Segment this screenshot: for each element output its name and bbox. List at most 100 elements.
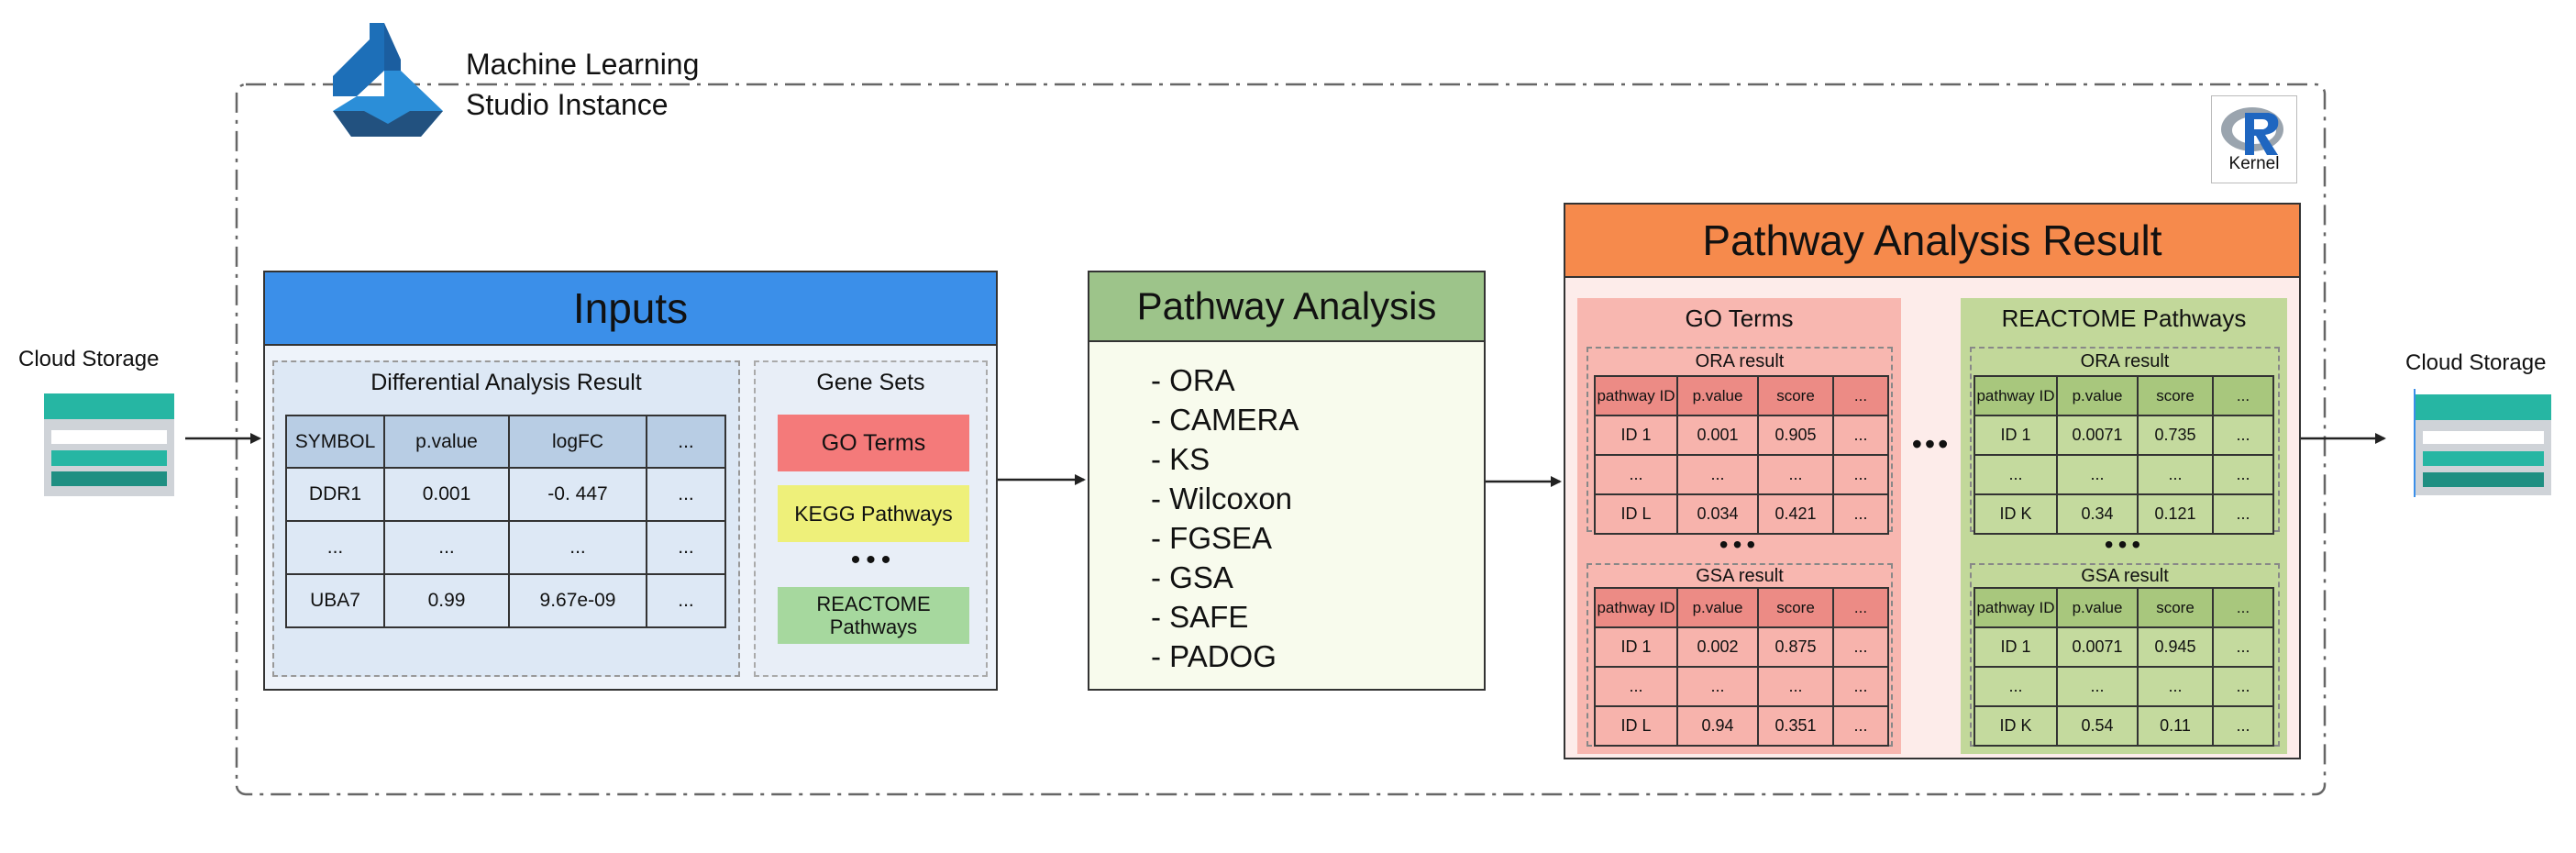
table-header: score [2137, 587, 2214, 628]
table-cell: -0. 447 [508, 467, 647, 522]
cloud-storage-left-label: Cloud Storage [18, 347, 160, 371]
cloud-storage-icon [44, 393, 174, 496]
table-cell: ... [1832, 626, 1889, 668]
inputs-header: Inputs [263, 271, 998, 346]
table-header: ... [646, 415, 726, 469]
reactome-line-2: Pathways [829, 615, 918, 638]
table-row: ID L 0.94 0.351 ... [1594, 705, 1889, 747]
pathway-analysis-header: Pathway Analysis [1088, 271, 1486, 342]
table-cell: ID 1 [1594, 415, 1678, 456]
result-between-ellipsis: ••• [1911, 427, 1951, 460]
reactome-gsa-table: pathway ID p.value score ... ID 1 0.0071… [1973, 587, 2274, 747]
table-row: ... ... ... ... [1973, 454, 2274, 495]
reactome-ellipsis: ••• [2104, 530, 2146, 559]
table-cell: ... [2212, 666, 2274, 707]
gene-set-kegg: KEGG Pathways [778, 485, 969, 542]
table-cell: 0.905 [1757, 415, 1834, 456]
table-cell: ID K [1973, 493, 2058, 535]
table-cell: DDR1 [285, 467, 385, 522]
table-cell: ... [2056, 666, 2139, 707]
go-gsa-title: GSA result [1696, 566, 1784, 586]
table-cell: 0.351 [1757, 705, 1834, 747]
table-header-row: pathway ID p.value score ... [1973, 587, 2274, 628]
table-header: logFC [508, 415, 647, 469]
table-row: DDR1 0.001 -0. 447 ... [285, 467, 726, 522]
reactome-gsa-box [1970, 563, 2280, 747]
table-cell: 0.94 [1676, 705, 1759, 747]
table-cell: ... [2212, 626, 2274, 668]
method-item: - PADOG [1151, 639, 1277, 673]
table-row: UBA7 0.99 9.67e-09 ... [285, 573, 726, 628]
table-cell: ... [2212, 705, 2274, 747]
table-cell: ... [2056, 454, 2139, 495]
r-logo-icon [2221, 107, 2283, 155]
table-cell: ... [1676, 666, 1759, 707]
table-cell: 9.67e-09 [508, 573, 647, 628]
table-cell: ... [2212, 493, 2274, 535]
table-cell: ... [646, 520, 726, 575]
table-header: pathway ID [1594, 587, 1678, 628]
table-cell: ... [1594, 666, 1678, 707]
table-cell: ... [2212, 454, 2274, 495]
table-cell: 0.001 [383, 467, 510, 522]
table-cell: ... [2137, 666, 2214, 707]
table-cell: ... [1594, 454, 1678, 495]
gene-set-ellipsis: ••• [850, 545, 897, 575]
gene-set-reactome: REACTOME Pathways [778, 587, 969, 644]
differential-analysis-title: Differential Analysis Result [370, 370, 642, 395]
table-header: score [2137, 375, 2214, 416]
table-cell: 0.11 [2137, 705, 2214, 747]
table-cell: ID 1 [1973, 415, 2058, 456]
table-row: ID K 0.34 0.121 ... [1973, 493, 2274, 535]
table-row: ID K 0.54 0.11 ... [1973, 705, 2274, 747]
reactome-ora-title: ORA result [2080, 351, 2170, 371]
reactome-title: REACTOME Pathways [2001, 305, 2247, 332]
brand-title: Machine Learning Studio Instance [466, 44, 699, 125]
go-terms-title: GO Terms [1685, 305, 1794, 332]
table-header: p.value [1676, 375, 1759, 416]
table-cell: 0.0071 [2056, 626, 2139, 668]
table-cell: 0.121 [2137, 493, 2214, 535]
table-cell: ... [508, 520, 647, 575]
table-cell: 0.034 [1676, 493, 1759, 535]
cloud-storage-right-label: Cloud Storage [2405, 350, 2547, 375]
table-header: score [1757, 375, 1834, 416]
reactome-ora-table: pathway ID p.value score ... ID 1 0.0071… [1973, 375, 2274, 535]
table-cell: ... [1832, 493, 1889, 535]
table-cell: 0.945 [2137, 626, 2214, 668]
table-cell: ... [2137, 454, 2214, 495]
table-cell: ... [1832, 415, 1889, 456]
table-cell: 0.875 [1757, 626, 1834, 668]
table-row: ... ... ... ... [1594, 454, 1889, 495]
table-row: ID 1 0.002 0.875 ... [1594, 626, 1889, 668]
table-cell: 0.0071 [2056, 415, 2139, 456]
storage-divider [2414, 389, 2416, 497]
table-cell: ID K [1973, 705, 2058, 747]
table-header: p.value [383, 415, 510, 469]
go-ora-table: pathway ID p.value score ... ID 1 0.001 … [1594, 375, 1889, 535]
table-cell: 0.001 [1676, 415, 1759, 456]
table-cell: ... [1973, 666, 2058, 707]
table-cell: ... [1757, 666, 1834, 707]
table-row: ID 1 0.0071 0.945 ... [1973, 626, 2274, 668]
table-cell: 0.735 [2137, 415, 2214, 456]
table-cell: ... [1757, 454, 1834, 495]
table-row: ... ... ... ... [285, 520, 726, 575]
gene-sets-title: Gene Sets [816, 370, 925, 395]
brand-line-1: Machine Learning [466, 48, 700, 81]
table-header-row: pathway ID p.value score ... [1973, 375, 2274, 416]
pathway-methods-list: - ORA - CAMERA - KS - Wilcoxon - FGSEA -… [1151, 360, 1299, 676]
table-cell: ID L [1594, 493, 1678, 535]
go-ora-title: ORA result [1695, 351, 1785, 371]
table-cell: ... [2212, 415, 2274, 456]
table-header: ... [1832, 375, 1889, 416]
table-cell: ID L [1594, 705, 1678, 747]
table-header: ... [2212, 375, 2274, 416]
table-row: ... ... ... ... [1594, 666, 1889, 707]
table-header: ... [1832, 587, 1889, 628]
go-gsa-box [1587, 563, 1893, 747]
table-cell: ... [383, 520, 510, 575]
pathway-analysis-panel [1088, 342, 1486, 691]
table-row: ID 1 0.001 0.905 ... [1594, 415, 1889, 456]
